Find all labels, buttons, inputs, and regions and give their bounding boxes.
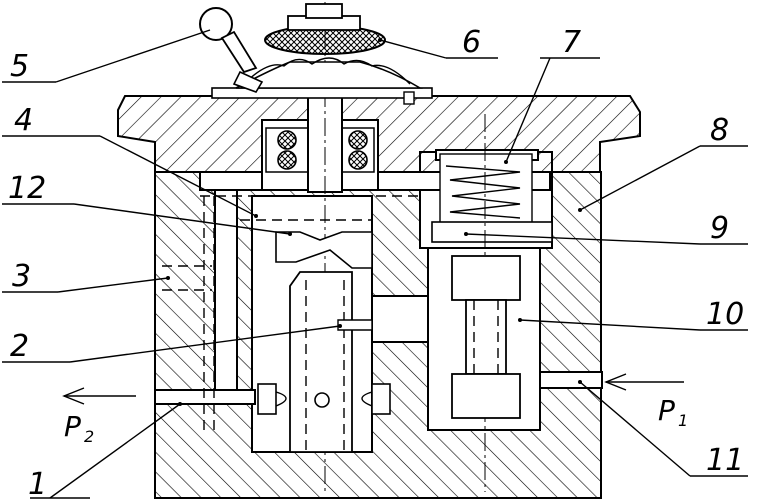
label-11: 11 [706,443,744,478]
central-spool [200,195,420,453]
top-knob [211,3,433,105]
inlet-sub: 1 [678,411,688,430]
seal-rings [265,127,375,173]
part-labels: 1 2 3 4 5 6 7 8 9 10 11 12 [8,25,744,502]
label-7: 7 [562,25,581,60]
label-1: 1 [28,467,47,502]
leader-lines [2,29,748,499]
inlet-p: P [658,394,675,427]
label-12: 12 [8,171,46,206]
label-8: 8 [710,113,729,148]
right-piston [451,255,521,419]
pressure-label-outlet: P 2 [64,410,94,446]
outlet-sub: 2 [84,427,94,446]
pressure-label-inlet: P 1 [658,394,688,430]
label-3: 3 [12,259,31,294]
left-channel-hidden [162,196,215,430]
label-9: 9 [710,211,729,246]
label-4: 4 [14,103,33,138]
label-10: 10 [706,297,744,332]
outlet-p: P [64,410,81,443]
lever-handle [199,7,264,93]
label-5: 5 [10,49,29,84]
label-6: 6 [462,25,481,60]
label-2: 2 [10,329,29,364]
inlet-arrow [604,373,684,391]
valve-body [154,151,603,499]
outlet-arrow [62,387,136,405]
